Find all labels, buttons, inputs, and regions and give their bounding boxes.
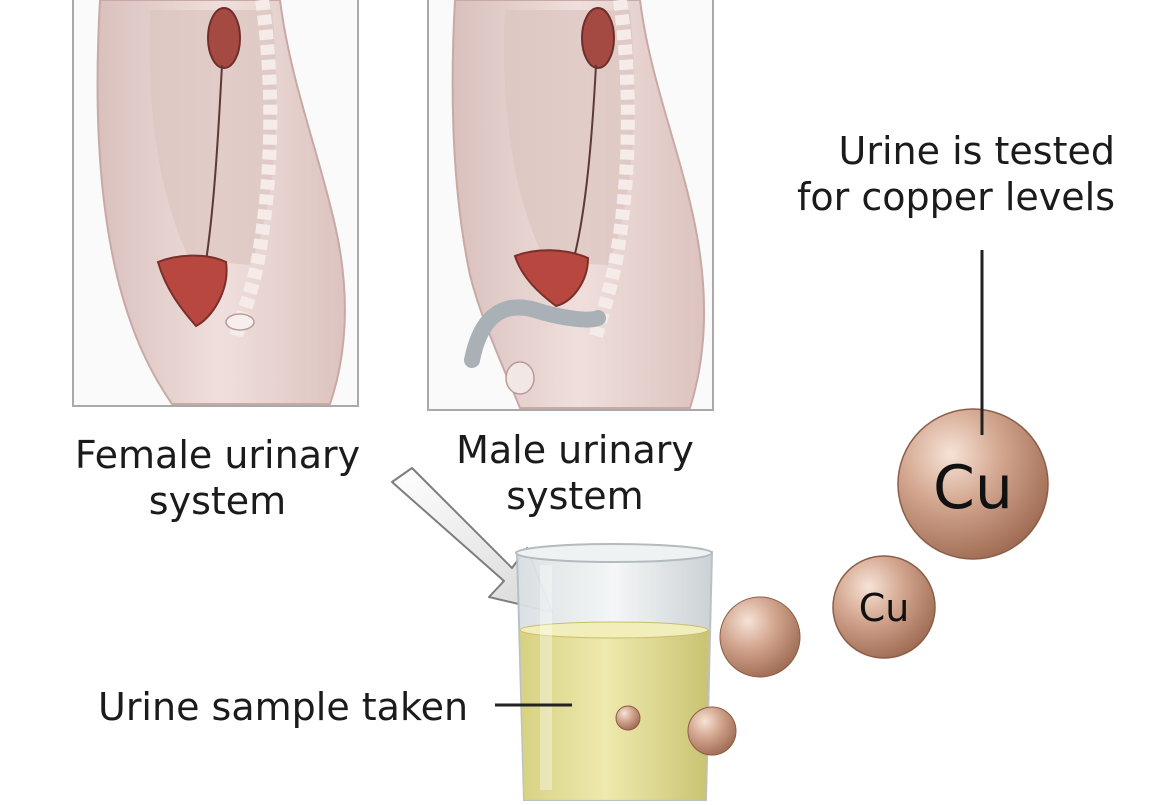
female-label-line-2: system [148, 479, 287, 524]
copper-bead-large: Cu [897, 408, 1049, 560]
male-spine [589, 0, 635, 338]
male-label-line-1: Male urinary [456, 428, 694, 472]
female-cavity [149, 10, 277, 265]
male-anatomy-panel [427, 0, 714, 411]
urine-sample-label: Urine sample taken [98, 685, 469, 729]
female-ureter [204, 64, 223, 269]
female-pelvic-bone [225, 313, 255, 331]
female-urinary-system-label: Female urinary system [40, 432, 395, 525]
cup-rim [515, 543, 713, 563]
female-spine [229, 0, 278, 338]
copper-bead-medium-label: Cu [859, 586, 910, 630]
female-bladder [156, 254, 228, 328]
cup-urine [520, 630, 709, 800]
cup-highlight [540, 565, 552, 790]
male-testis [505, 361, 535, 395]
male-cavity [504, 10, 635, 265]
female-kidney [207, 7, 241, 69]
urine-tested-label: Urine is tested for copper levels [735, 128, 1115, 221]
male-urethra [464, 299, 606, 368]
male-urinary-system-label: Male urinary system [420, 427, 730, 520]
copper-bead-medium: Cu [832, 555, 936, 659]
copper-bead-small-1 [615, 705, 641, 731]
male-label-line-2: system [506, 474, 644, 519]
copper-bead-large-label: Cu [933, 453, 1013, 523]
male-ureter [573, 64, 597, 259]
copper-bead-small-3 [719, 596, 801, 678]
male-bladder [513, 249, 590, 308]
tested-label-line-2: for copper levels [797, 175, 1115, 220]
female-label-line-1: Female urinary [74, 433, 361, 477]
urine-sample-cup [515, 543, 714, 801]
tested-label-line-1: Urine is tested [838, 129, 1115, 173]
female-anatomy-panel [72, 0, 359, 407]
copper-bead-small-2 [687, 706, 737, 756]
male-kidney [581, 7, 615, 69]
cup-urine-surface [519, 621, 709, 639]
